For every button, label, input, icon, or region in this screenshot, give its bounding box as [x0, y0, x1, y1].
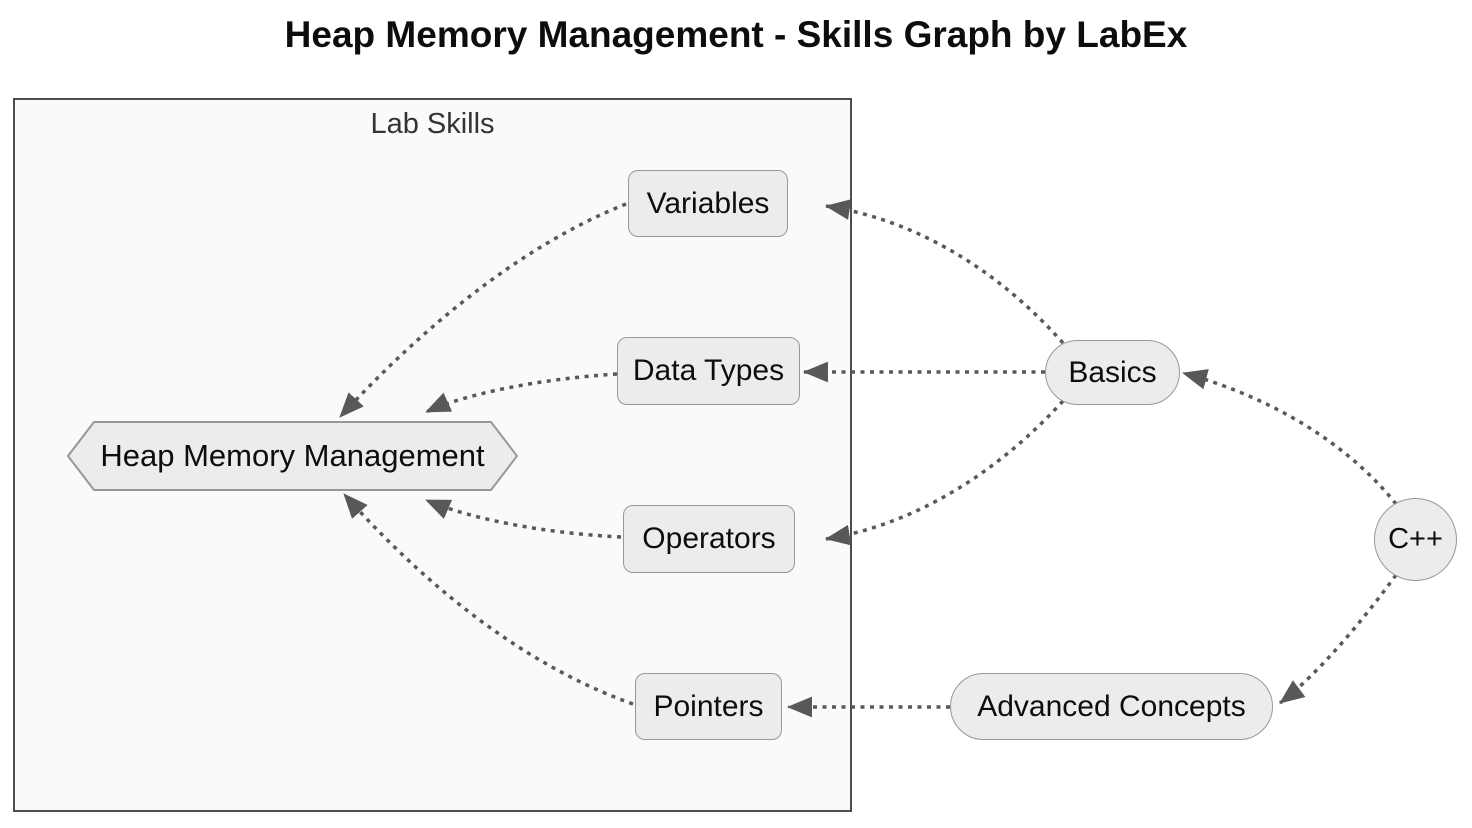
- node-heap-hexagon-shape: [66, 421, 519, 491]
- node-advanced-concepts-label: Advanced Concepts: [977, 689, 1246, 723]
- edge-basics-variables: [824, 199, 1065, 345]
- node-cpp: C++: [1374, 498, 1457, 581]
- node-pointers: Pointers: [635, 673, 782, 740]
- node-data-types-label: Data Types: [632, 354, 785, 387]
- node-variables: Variables: [628, 170, 788, 237]
- edge-datatypes-heap: [425, 372, 618, 414]
- edge-basics-operators: [824, 399, 1065, 546]
- node-cpp-label: C++: [1388, 523, 1443, 555]
- node-basics-label: Basics: [1068, 355, 1157, 389]
- diagram-title: Heap Memory Management - Skills Graph by…: [284, 14, 1188, 55]
- node-variables-label: Variables: [646, 186, 770, 220]
- cluster-label: Lab Skills: [370, 108, 495, 140]
- edge-pointers-heap: [342, 492, 634, 706]
- edge-cpp-advanced: [1278, 573, 1398, 705]
- node-basics: Basics: [1045, 340, 1180, 405]
- node-data-types: Data Types: [617, 337, 800, 405]
- edge-cpp-basics: [1181, 369, 1398, 506]
- node-pointers-label: Pointers: [653, 689, 764, 723]
- node-operators: Operators: [623, 505, 795, 573]
- node-heap-label: Heap Memory Management: [100, 438, 485, 473]
- edge-operators-heap: [425, 498, 622, 539]
- node-operators-label: Operators: [642, 522, 776, 555]
- node-heap-memory-management: Heap Memory Management: [68, 422, 517, 490]
- edge-variables-heap: [338, 202, 627, 419]
- node-advanced-concepts: Advanced Concepts: [950, 673, 1273, 740]
